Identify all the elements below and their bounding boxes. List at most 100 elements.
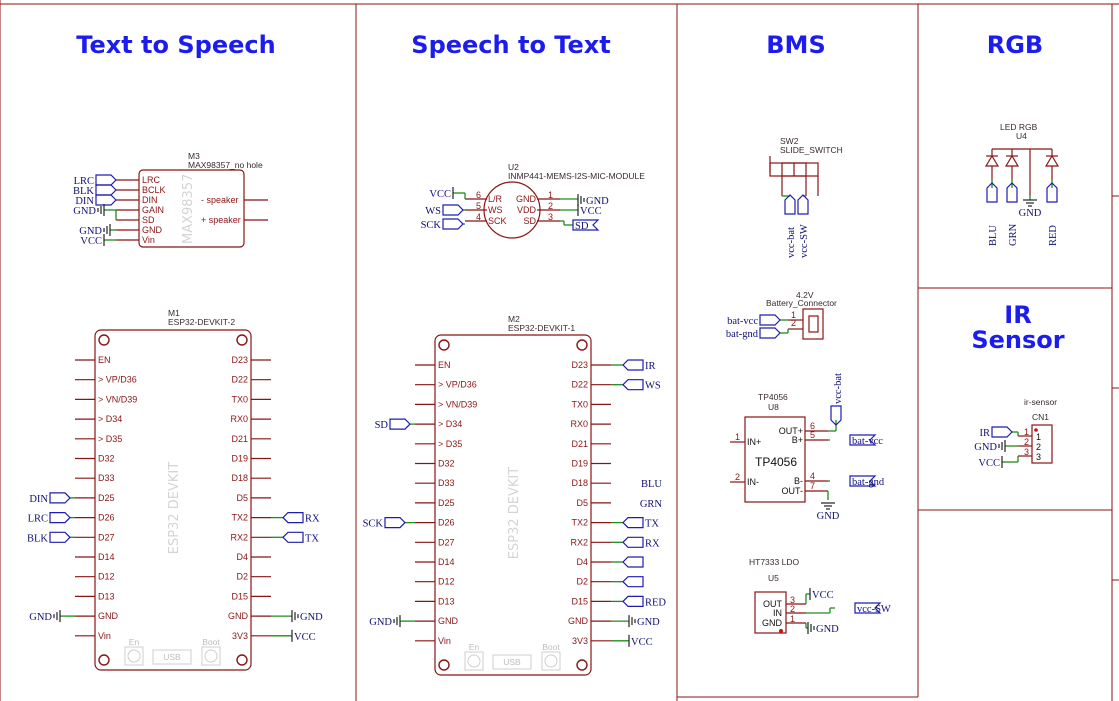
m1-usb-port [152,649,192,665]
m1-mount-hole [98,334,110,346]
sw2-net-vcc-sw[interactable]: vcc-SW [797,194,810,258]
led-net-blu[interactable]: BLU [986,182,999,246]
cn1-num-0: 1 [1024,427,1029,437]
m2-net-ws[interactable]: WS [622,379,661,392]
m2-net-sd[interactable]: SD [375,418,411,431]
m2-net-grn: GRN [640,499,663,510]
m1-value: ESP32-DEVKIT-2 [168,317,235,327]
m2-net-ir[interactable]: IR [622,359,656,372]
slide-switch-sw2[interactable]: SW2 SLIDE_SWITCH [769,136,843,196]
led-gnd: GND [1019,199,1042,219]
u2-net-ws[interactable]: WS [425,204,464,217]
battery-net-bat-gnd[interactable]: bat-gnd [726,327,781,340]
m2-pin-left-1: > VP/D36 [438,380,477,390]
m3-net-din[interactable]: DIN [75,194,117,207]
m2-pin-right-8: TX2 [571,518,588,528]
m3-pin-4: SD [142,215,155,225]
cn1-ref: CN1 [1032,412,1049,422]
m2-net-empty-flag[interactable] [622,576,644,588]
battery-net-bat-vcc[interactable]: bat-vcc [727,314,781,327]
u2-ref: U2 [508,162,519,172]
ldo-net-vcc-sw[interactable]: vcc-SW [854,602,891,615]
max98357-amplifier[interactable]: M3 MAX98357_no hole MAX98357 LRCBCLKDING… [116,151,268,248]
m2-net-sd-label: SD [375,420,389,431]
m2-pin-left-11: D12 [438,577,455,587]
m1-net-tx-label: TX [305,533,319,544]
tp4056-charger[interactable]: TP4056 U8 TP4056 IN+1IN-2OUT+6B+5B-4OUT-… [730,392,828,503]
m1-mount-hole [98,654,110,666]
m1-net-din[interactable]: DIN [29,492,71,505]
ldo-pin-2: GND [762,618,783,628]
m2-ref: M2 [508,314,520,324]
tp-pin-right-1: B+ [792,435,803,445]
tp-pin-right-2: B- [794,476,803,486]
cn1-net-ir[interactable]: IR [980,426,1013,439]
m2-net-red[interactable]: RED [622,595,666,608]
m3-net-lrc[interactable]: LRC [74,174,117,187]
m2-vcc-symbol: VCC [628,634,653,648]
tp-num-left-0: 1 [735,432,740,442]
m3-net-blk[interactable]: BLK [73,184,117,197]
m2-net-tx-label: TX [645,519,659,530]
u2-gnd-label: GND [586,196,609,207]
m2-net-rx[interactable]: RX [622,536,660,549]
m2-pin-left-3: > D34 [438,419,462,429]
m3-gnd-bottom-label: GND [79,226,102,237]
m3-net-blk-label: BLK [73,186,94,197]
m1-vcc-symbol-label: VCC [294,632,316,643]
u2-pin-right-2: SD [523,216,536,226]
tp-net-bat-vcc[interactable]: bat-vcc [849,434,883,447]
m2-pin-left-9: D27 [438,537,455,547]
m2-pin-right-14: 3V3 [572,636,588,646]
sw2-net-vcc-bat[interactable]: vcc-bat [784,194,797,258]
section-title-sensor: Sensor [971,326,1064,354]
m1-net-lrc[interactable]: LRC [28,511,71,525]
m1-net-tx[interactable]: TX [282,531,319,544]
ldo-net-vcc-sw-label: vcc-SW [857,604,891,615]
m1-gnd-symbol-label: GND [29,612,52,623]
tp-net-bat-gnd[interactable]: bat-gnd [849,475,885,488]
m2-pin-right-0: D23 [571,360,588,370]
u2-net-sd[interactable]: SD [572,219,600,232]
m3-pin-speaker-neg: - speaker [201,195,239,205]
m2-mount-hole [438,339,450,351]
m2-pin-right-10: D4 [576,557,588,567]
m1-pin-right-13: GND [228,611,249,621]
m2-pin-right-6: D18 [571,478,588,488]
m1-pin-right-11: D2 [236,572,248,582]
esp32-devkit-m2[interactable]: M2 ESP32-DEVKIT-1 ESP32 DEVKITEnUSBBootE… [363,314,667,676]
m3-pin-6: Vin [142,235,155,245]
u2-num-right-1: 2 [548,201,553,211]
led-net-red[interactable]: RED [1046,182,1059,246]
u2-net-sck[interactable]: SCK [421,218,464,231]
m3-pin-5: GND [142,225,163,235]
m1-pin-left-9: D27 [98,532,115,542]
m3-pin-2: DIN [142,195,158,205]
m2-net-tx[interactable]: TX [622,516,659,530]
m2-net-sck[interactable]: SCK [363,516,406,530]
u2-num-left-0: 6 [476,190,481,200]
tp-pin-right-0: OUT+ [779,426,803,436]
m2-net-empty-flag[interactable] [622,556,644,568]
m2-net-rx-label: RX [645,538,660,549]
battery-connector[interactable]: 4.2V Battery_Connector 1 2 [766,290,837,340]
m1-net-rx[interactable]: RX [282,511,320,525]
m1-pin-left-14: Vin [98,631,111,641]
u4-ref: U4 [1016,131,1027,141]
rgb-led[interactable]: LED RGB U4 [984,122,1060,196]
m1-pin-right-9: RX2 [230,532,248,542]
m1-pin-left-11: D12 [98,572,115,582]
m1-pin-right-6: D18 [231,473,248,483]
m3-net-din-label: DIN [75,196,94,207]
esp32-devkit-m1[interactable]: M1 ESP32-DEVKIT-2 ESP32 DEVKITEnUSBBootE… [27,308,323,671]
tp-net-vcc-bat[interactable]: vcc-bat [830,373,844,426]
m1-pin-right-0: D23 [231,355,248,365]
battery-name: Battery_Connector [766,298,837,308]
tp-gnd-label: GND [817,511,840,522]
m1-net-blk[interactable]: BLK [27,531,71,544]
led-net-grn[interactable]: GRN [1006,182,1019,246]
led-diode-icon [1004,154,1020,167]
